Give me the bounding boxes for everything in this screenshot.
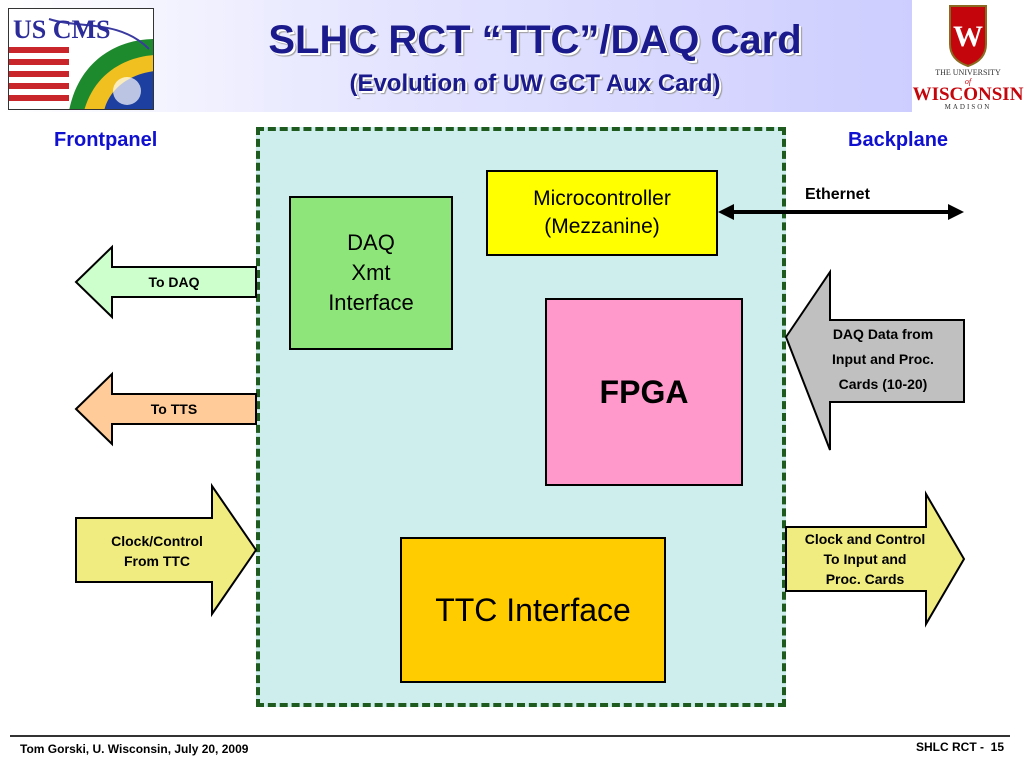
uw-madison-logo: W THE UNIVERSITY of WISCONSIN MADISON <box>912 0 1024 112</box>
clock-control-from-ttc-label: Clock/Control From TTC <box>111 533 203 569</box>
logo-line-2: of <box>964 77 972 86</box>
backplane-label: Backplane <box>848 129 949 151</box>
daq-xmt-interface-block: DAQ Xmt Interface <box>289 196 453 350</box>
logo-line-3: WISCONSIN <box>912 84 1024 105</box>
microcontroller-block: Microcontroller (Mezzanine) <box>486 170 718 256</box>
us-cms-logo-graphic <box>9 9 153 109</box>
us-cms-logo: US CMS <box>8 8 154 110</box>
uw-crest-icon: W <box>949 5 987 68</box>
logo-left-text: US CMS <box>13 15 111 44</box>
svg-text:W: W <box>953 20 983 53</box>
ethernet-arrowhead-right-icon <box>948 204 964 220</box>
slide-subtitle: (Evolution of UW GCT Aux Card) <box>349 70 721 97</box>
footer-divider <box>10 735 1010 737</box>
fpga-block: FPGA <box>545 298 743 486</box>
header-band <box>0 0 1024 112</box>
to-daq-arrow <box>74 244 257 320</box>
slide-title: SLHC RCT “TTC”/DAQ Card <box>268 18 802 62</box>
to-tts-arrow <box>74 371 257 447</box>
clock-control-from-ttc-arrow <box>75 482 258 618</box>
ethernet-label: Ethernet <box>805 186 870 203</box>
ttc-interface-block: TTC Interface <box>400 537 666 683</box>
logo-line-1: THE UNIVERSITY <box>935 68 1001 77</box>
daq-data-arrow <box>784 268 965 451</box>
to-tts-label: To TTS <box>150 401 198 417</box>
ethernet-arrowhead-left-icon <box>718 204 734 220</box>
footer-page: SHLC RCT - 15 <box>915 740 1004 754</box>
clock-control-to-cards-label: Clock and Control To Input and Proc. Car… <box>804 531 926 587</box>
footer-author: Tom Gorski, U. Wisconsin, July 20, 2009 <box>20 742 249 756</box>
daq-data-label: DAQ Data from Input and Proc. Cards (10-… <box>832 326 934 392</box>
logo-line-4: MADISON <box>944 103 992 111</box>
to-daq-label: To DAQ <box>148 274 200 290</box>
frontpanel-label: Frontpanel <box>54 129 158 151</box>
clock-control-to-cards-arrow <box>785 490 966 628</box>
